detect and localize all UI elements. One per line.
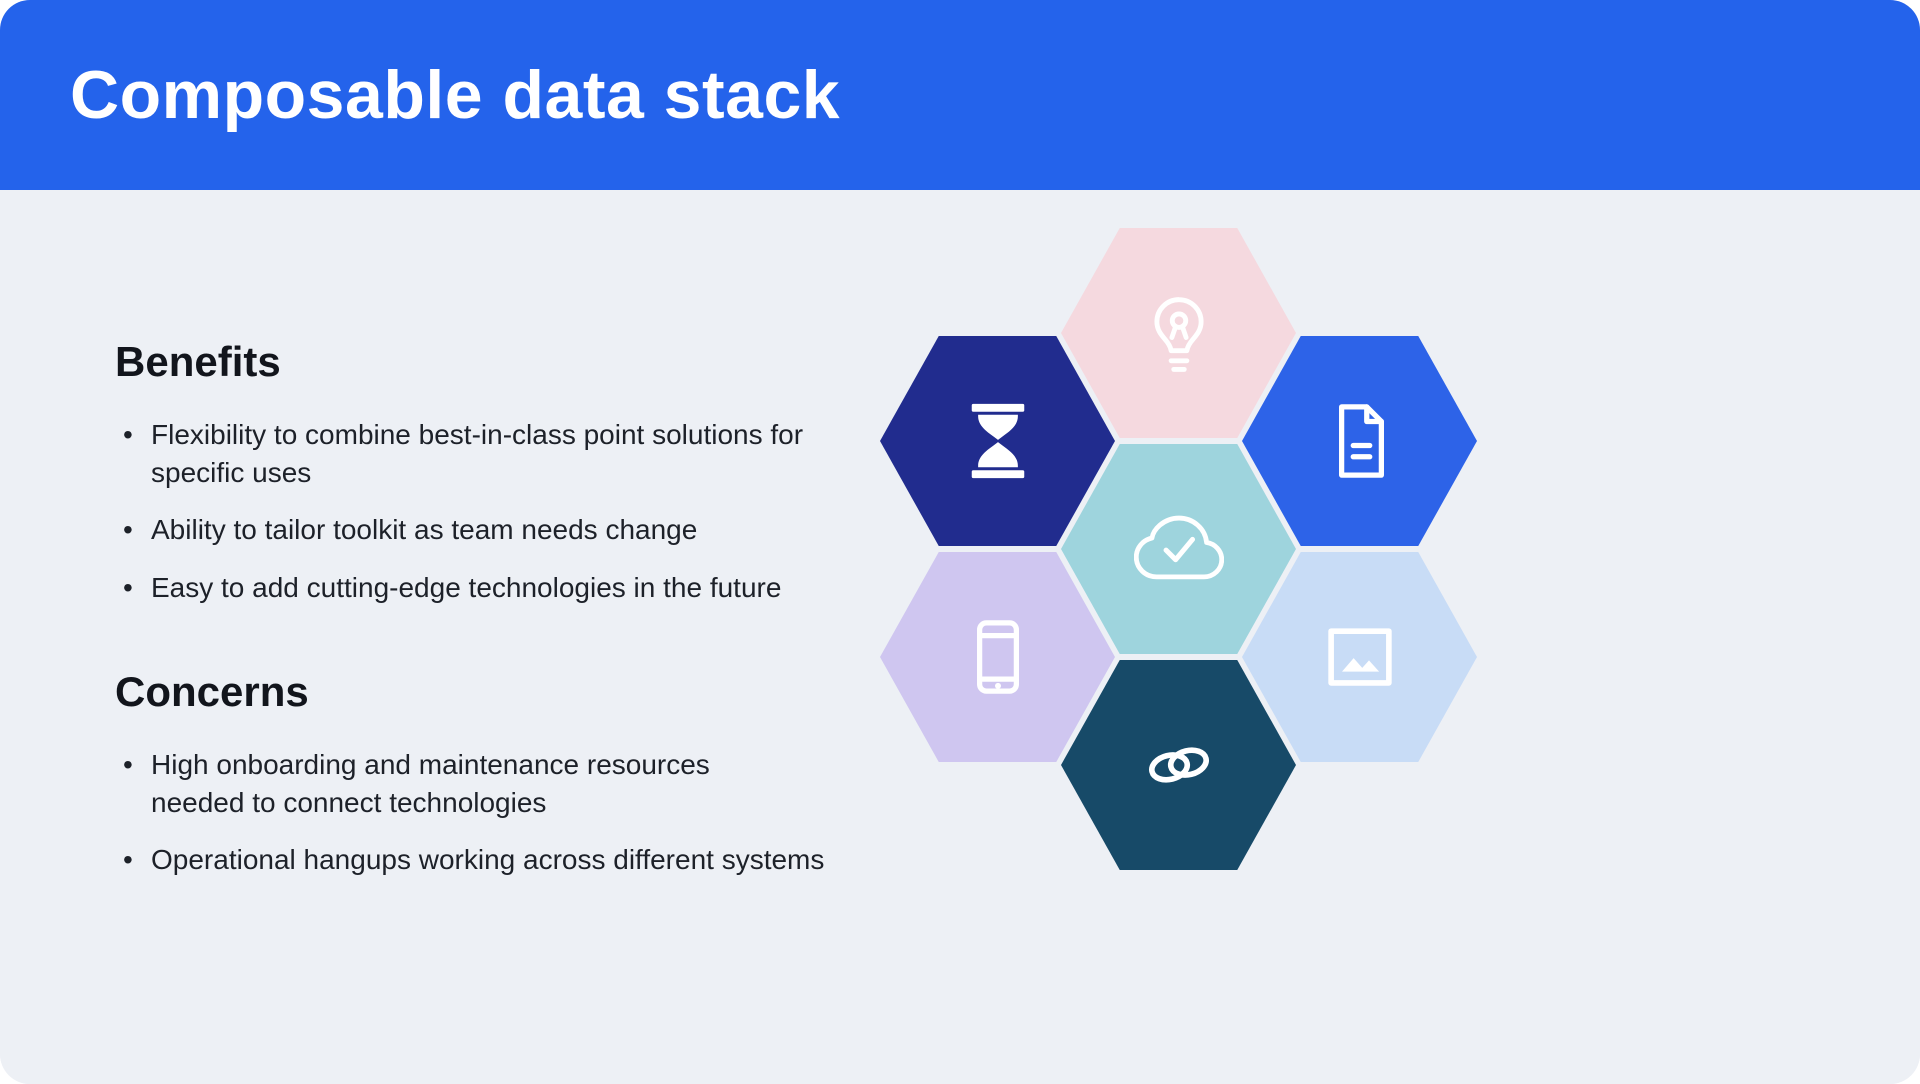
section-concerns: Concerns High onboarding and maintenance… [115,668,955,879]
section-title-benefits: Benefits [115,338,281,385]
lightbulb-icon [1153,297,1204,372]
hexagon-cloud-approval [1061,444,1296,654]
list-item: Operational hangups working across diffe… [115,841,955,879]
concerns-list: High onboarding and maintenance resource… [115,746,955,879]
list-item: Flexibility to combine best-in-class poi… [115,416,815,491]
hexagon-time [880,336,1115,546]
hexagon-diagram [880,228,1477,870]
content-area: Benefits Flexibility to combine best-in-… [0,190,1920,1084]
header: Composable data stack [0,0,1920,190]
hexagon-image [1242,552,1477,762]
hexagon-link [1061,660,1296,870]
benefits-list: Flexibility to combine best-in-class poi… [115,416,955,606]
hexagon-document [1242,336,1477,546]
section-benefits: Benefits Flexibility to combine best-in-… [115,338,955,606]
cloud-check-icon [1133,515,1224,580]
chain-link-icon [1148,747,1209,783]
smartphone-icon [976,620,1019,694]
list-item: Ability to tailor toolkit as team needs … [115,511,955,549]
list-item: Easy to add cutting-edge technologies in… [115,569,955,607]
section-title-concerns: Concerns [115,668,309,716]
image-icon [1327,628,1392,686]
hexagon-idea [1061,228,1296,438]
hexagon-mobile [880,552,1115,762]
text-column: Benefits Flexibility to combine best-in-… [115,338,955,899]
document-icon [1338,404,1384,478]
hourglass-icon [971,403,1024,479]
page-title: Composable data stack [70,57,841,133]
list-item: High onboarding and maintenance resource… [115,746,715,821]
